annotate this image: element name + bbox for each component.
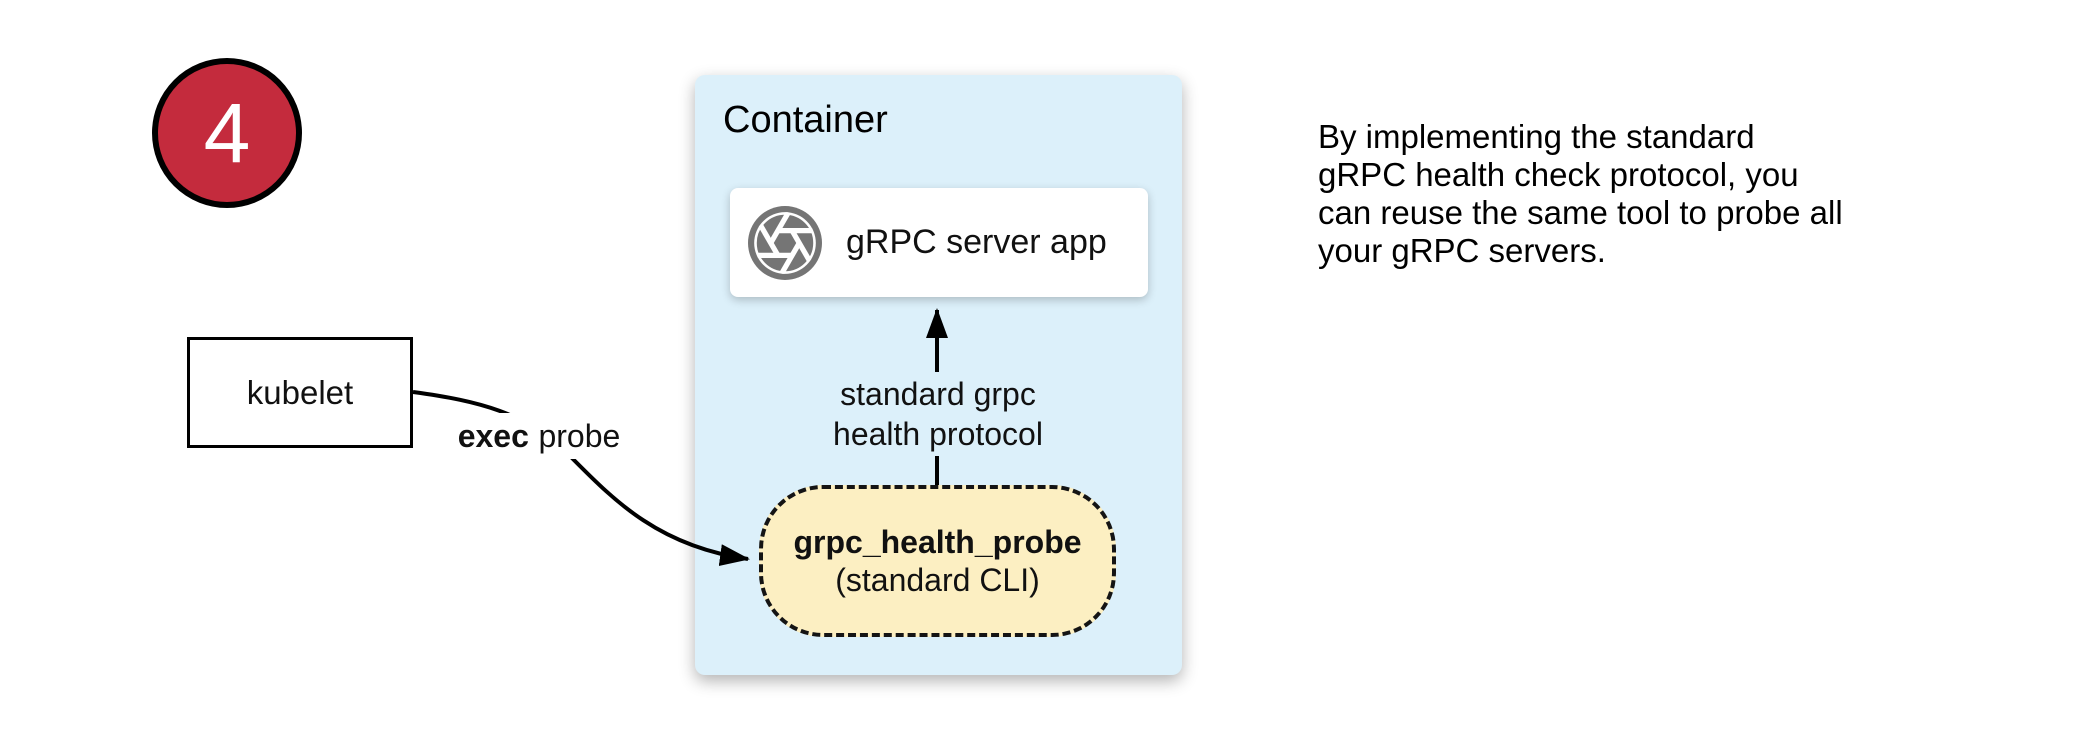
exec-probe-label-rest: probe bbox=[538, 417, 621, 454]
note-line-3: can reuse the same tool to probe all bbox=[1318, 194, 1843, 231]
aperture-icon bbox=[748, 205, 822, 280]
health-protocol-label-line2: health protocol bbox=[833, 416, 1043, 452]
step-number: 4 bbox=[203, 86, 251, 180]
step-badge: 4 bbox=[152, 58, 302, 208]
container-label: Container bbox=[723, 99, 888, 141]
grpc-server-node: gRPC server app bbox=[730, 188, 1148, 297]
note-line-2: gRPC health check protocol, you bbox=[1318, 156, 1799, 193]
health-probe-node: grpc_health_probe (standard CLI) bbox=[759, 485, 1116, 637]
note-line-1: By implementing the standard bbox=[1318, 118, 1755, 155]
note-text: By implementing the standard gRPC health… bbox=[1318, 118, 1843, 270]
exec-probe-label-bold: exec bbox=[457, 417, 529, 454]
health-protocol-edge-label: standard grpc health protocol bbox=[818, 372, 1058, 456]
kubelet-label: kubelet bbox=[246, 373, 354, 411]
health-probe-subtitle: (standard CLI) bbox=[835, 562, 1040, 598]
grpc-server-label: gRPC server app bbox=[846, 223, 1107, 261]
note-line-4: your gRPC servers. bbox=[1318, 232, 1606, 269]
health-protocol-label-line1: standard grpc bbox=[840, 376, 1036, 412]
health-probe-title: grpc_health_probe bbox=[793, 524, 1082, 560]
kubelet-node: kubelet bbox=[187, 337, 413, 448]
